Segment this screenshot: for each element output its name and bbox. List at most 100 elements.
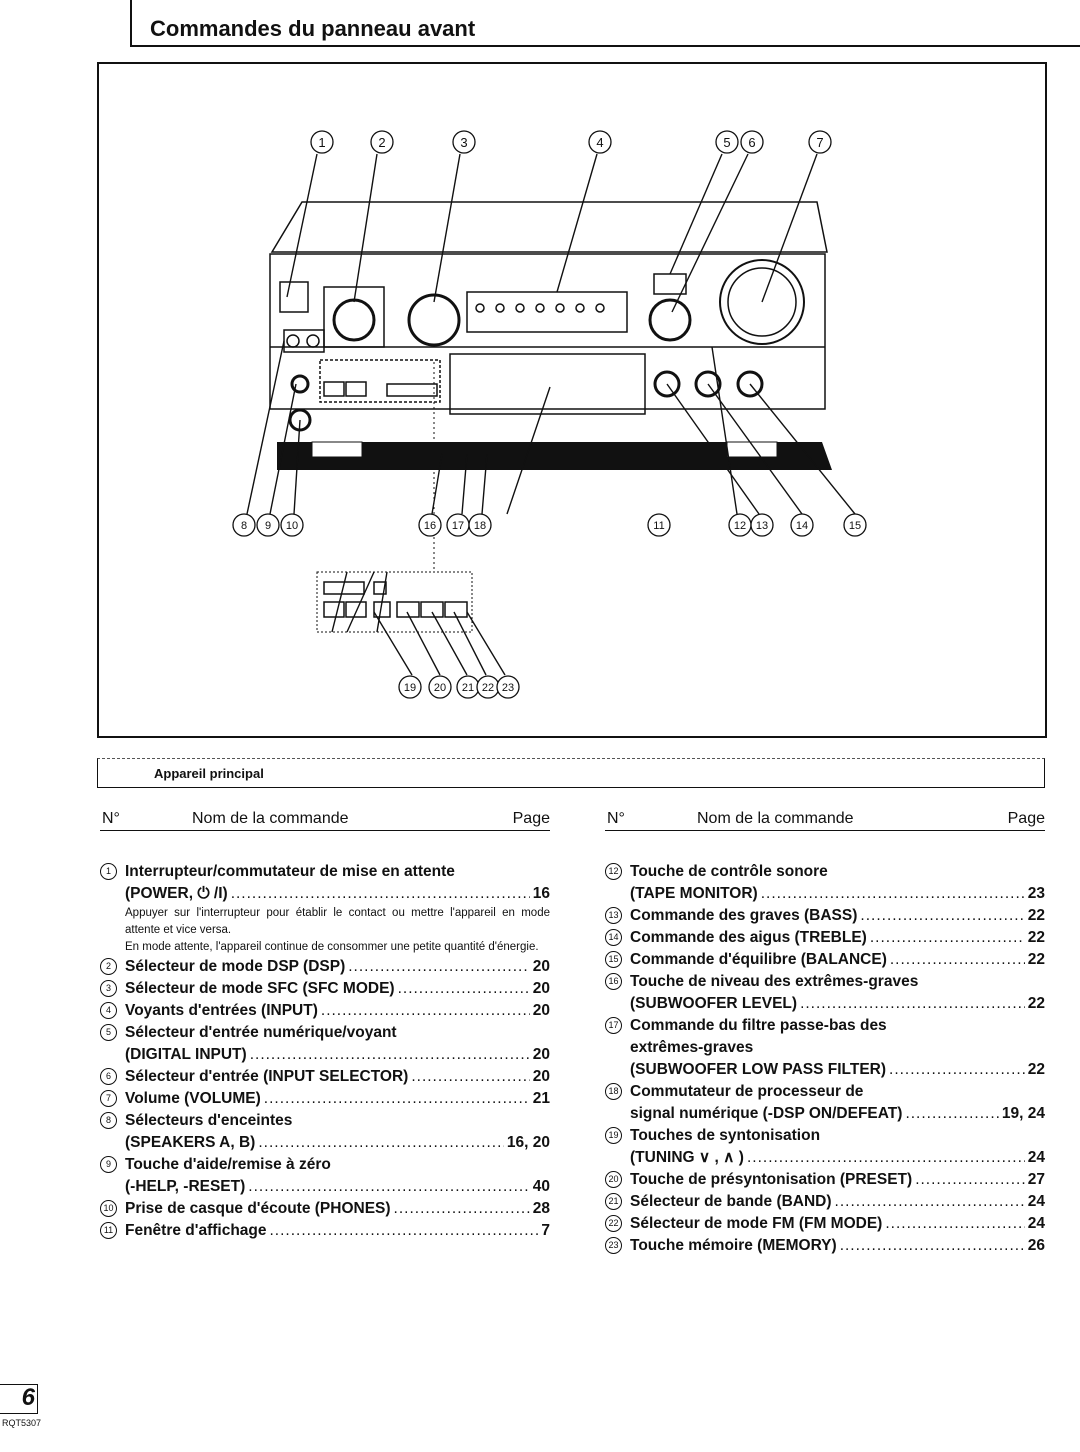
table-row: (TAPE MONITOR)23 xyxy=(605,883,1045,905)
circled-number: 1 xyxy=(100,863,117,880)
control-name: Prise de casque d'écoute (PHONES) xyxy=(125,1200,391,1217)
callout-2: 2 xyxy=(378,135,385,150)
callout-15: 15 xyxy=(849,520,861,532)
callout-22: 22 xyxy=(482,682,494,694)
callout-17: 17 xyxy=(452,520,464,532)
item-number xyxy=(100,1044,125,1066)
page-reference: 22 xyxy=(1027,929,1045,946)
table-row: 7 Volume (VOLUME) 21 xyxy=(100,1088,550,1110)
item-number xyxy=(605,1037,630,1059)
item-number: 14 xyxy=(605,927,630,949)
page-reference: 20 xyxy=(532,1002,550,1019)
table-row: (SPEAKERS A, B)16, 20 xyxy=(100,1132,550,1154)
page-reference: 21 xyxy=(532,1090,550,1107)
leader-dots xyxy=(915,1169,1025,1191)
callout-23: 23 xyxy=(502,682,514,694)
callout-1: 1 xyxy=(318,135,325,150)
circled-number: 20 xyxy=(605,1171,622,1188)
circled-number: 7 xyxy=(100,1090,117,1107)
callout-5: 5 xyxy=(723,135,730,150)
control-name: Sélecteur d'entrée (INPUT SELECTOR) xyxy=(125,1068,409,1085)
receiver-top xyxy=(270,201,828,253)
callout-9: 9 xyxy=(265,520,271,532)
callout-14: 14 xyxy=(796,520,808,532)
leader-dots xyxy=(800,993,1025,1015)
item-number: 23 xyxy=(605,1235,630,1257)
leader-dots xyxy=(860,905,1024,927)
table-row: (POWER, ⏻ /I)16 xyxy=(100,883,550,905)
leader-dots xyxy=(270,1220,539,1242)
circled-number: 9 xyxy=(100,1156,117,1173)
circled-number: 21 xyxy=(605,1193,622,1210)
receiver-front-panel xyxy=(269,253,826,410)
page-reference: 24 xyxy=(1027,1193,1045,1210)
item-number: 6 xyxy=(100,1066,125,1088)
page-number: 6 xyxy=(0,1384,38,1414)
table-row: (-HELP, -RESET)40 xyxy=(100,1176,550,1198)
sfc-knob xyxy=(407,293,461,347)
leader-dots xyxy=(905,1103,998,1125)
tuner-controls-area xyxy=(319,359,441,403)
page-reference: 20 xyxy=(532,980,550,997)
page-reference: 23 xyxy=(1027,885,1045,902)
callout-7: 7 xyxy=(816,135,823,150)
title-vertical-rule xyxy=(130,0,132,46)
front-panel-diagram: 1 2 3 4 5 6 7 8 9 10 16 17 18 11 12 13 1… xyxy=(97,62,1047,738)
page-number-rule xyxy=(0,1384,38,1385)
receiver-base xyxy=(277,442,832,470)
control-name: Touche d'aide/remise à zéro xyxy=(125,1156,331,1173)
dsp-knob xyxy=(332,298,376,342)
subheading: Appareil principal xyxy=(154,766,264,781)
input-leds xyxy=(475,303,605,313)
control-name: Commande du filtre passe-bas des xyxy=(630,1017,887,1034)
item-number: 21 xyxy=(605,1191,630,1213)
circled-number: 12 xyxy=(605,863,622,880)
item-number: 20 xyxy=(605,1169,630,1191)
item-number xyxy=(605,1059,630,1081)
control-name: Volume (VOLUME) xyxy=(125,1090,261,1107)
header-name: Nom de la commande xyxy=(697,810,854,827)
control-name: (SUBWOOFER LEVEL) xyxy=(630,995,798,1012)
circled-number: 4 xyxy=(100,1002,117,1019)
circled-number: 16 xyxy=(605,973,622,990)
control-name: extrêmes-graves xyxy=(630,1039,754,1056)
control-name: Sélecteur de mode DSP (DSP) xyxy=(125,958,346,975)
page-title: Commandes du panneau avant xyxy=(150,16,476,41)
control-name: Fenêtre d'affichage xyxy=(125,1222,267,1239)
table-row: extrêmes-graves xyxy=(605,1037,1045,1059)
header-name: Nom de la commande xyxy=(192,810,349,827)
leader-dots xyxy=(890,949,1025,971)
header-page: Page xyxy=(512,810,550,827)
control-name: Touche de niveau des extrêmes-graves xyxy=(630,973,919,990)
item-number: 22 xyxy=(605,1213,630,1235)
circled-number: 6 xyxy=(100,1068,117,1085)
circled-number: 8 xyxy=(100,1112,117,1129)
table-header: N° Nom de la commande Page xyxy=(605,806,1045,831)
item-number xyxy=(605,1103,630,1125)
page-reference: 16 xyxy=(532,885,550,902)
callout-6: 6 xyxy=(748,135,755,150)
leader-dots xyxy=(747,1147,1025,1169)
control-name: (TUNING ∨ , ∧ ) xyxy=(630,1149,744,1166)
leader-dots xyxy=(411,1066,529,1088)
table-row: signal numérique (-DSP ON/DEFEAT)19, 24 xyxy=(605,1103,1045,1125)
callout-3: 3 xyxy=(460,135,467,150)
item-number: 19 xyxy=(605,1125,630,1147)
leader-dots xyxy=(264,1088,530,1110)
table-row: (TUNING ∨ , ∧ )24 xyxy=(605,1147,1045,1169)
leader-dots xyxy=(258,1132,504,1154)
item-number: 9 xyxy=(100,1154,125,1176)
leader-dots xyxy=(398,978,530,1000)
leader-dots xyxy=(250,1044,530,1066)
